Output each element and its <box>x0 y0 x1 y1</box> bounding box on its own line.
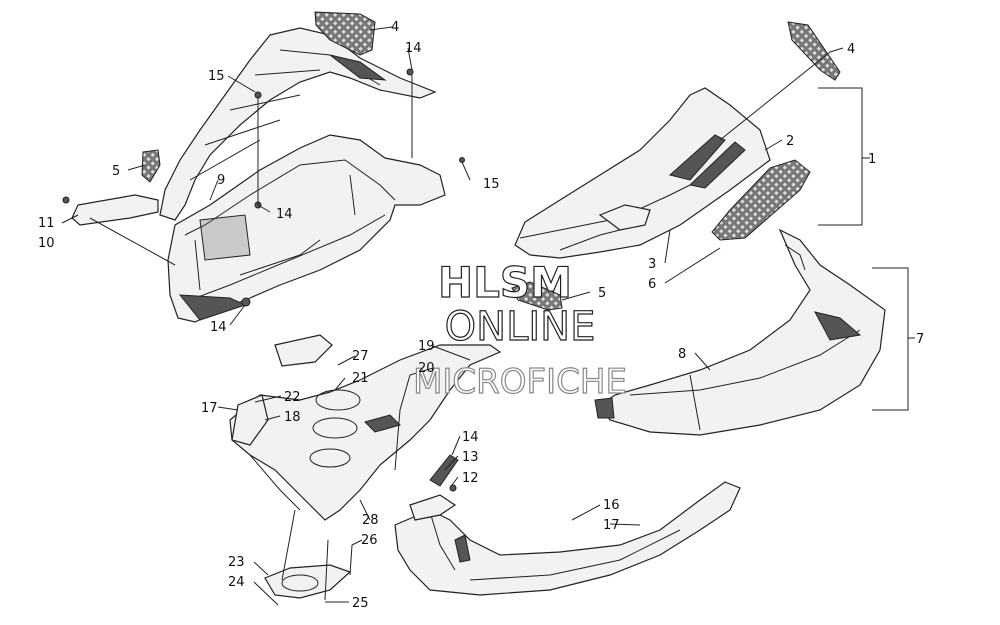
part-5-right-vent <box>511 281 563 311</box>
right-hood-assembly <box>514 87 771 259</box>
part-10-rail <box>71 194 159 226</box>
callout-12: 12 <box>462 471 479 486</box>
callout-25: 25 <box>352 596 369 611</box>
callout-16: 16 <box>603 498 620 513</box>
callout-6: 6 <box>648 277 656 292</box>
part-7-bellypan <box>594 228 886 436</box>
callout-11: 11 <box>38 216 55 231</box>
watermark-line-1: HLSM <box>438 258 572 307</box>
callout-15-a: 15 <box>208 69 225 84</box>
callout-18: 18 <box>284 410 301 425</box>
part-23-foot <box>264 564 352 599</box>
callout-20: 20 <box>418 361 435 376</box>
callout-14-d: 14 <box>462 430 479 445</box>
callout-17-right: 17 <box>603 518 620 533</box>
side-panel-assembly <box>229 334 502 521</box>
callout-1: 1 <box>868 152 876 167</box>
callout-24: 24 <box>228 575 245 590</box>
callout-14-b: 14 <box>276 207 293 222</box>
callout-3: 3 <box>648 257 656 272</box>
callout-22: 22 <box>284 390 301 405</box>
callout-17-left: 17 <box>201 401 218 416</box>
callout-4-right: 4 <box>847 42 855 57</box>
callout-9: 9 <box>217 173 225 188</box>
part-4-left-vent <box>314 11 376 56</box>
callout-28: 28 <box>362 513 379 528</box>
callout-26: 26 <box>361 533 378 548</box>
callout-labels: 1 2 3 4 4 5 5 6 7 8 9 10 11 12 13 14 14 … <box>38 20 924 611</box>
part-13-strap <box>429 454 459 487</box>
leader-lines <box>61 26 844 606</box>
left-hood-assembly <box>159 27 446 323</box>
part-4-right-vent <box>787 21 841 81</box>
callout-19: 19 <box>418 339 435 354</box>
callout-27: 27 <box>352 349 369 364</box>
part-5-left-vent <box>141 149 161 183</box>
callout-4-left: 4 <box>391 20 399 35</box>
bracket-7 <box>872 267 915 411</box>
callout-10: 10 <box>38 236 55 251</box>
watermark: HLSM ONLINE MICROFICHE <box>412 257 627 402</box>
callout-5-left: 5 <box>112 164 120 179</box>
part-2-grille <box>711 159 811 241</box>
callout-21: 21 <box>352 371 369 386</box>
part-11-screw <box>62 196 70 204</box>
watermark-line-3: MICROFICHE <box>413 362 627 402</box>
callout-15-b: 15 <box>483 177 500 192</box>
callout-8: 8 <box>678 347 686 362</box>
bracket-1 <box>818 87 870 226</box>
watermark-line-2: ONLINE <box>445 304 596 350</box>
running-board-assembly <box>394 481 741 596</box>
callout-23: 23 <box>228 555 245 570</box>
callout-7: 7 <box>916 332 924 347</box>
callout-5-right: 5 <box>598 286 606 301</box>
callout-14-a: 14 <box>405 41 422 56</box>
callout-2: 2 <box>786 134 794 149</box>
callout-13: 13 <box>462 450 479 465</box>
callout-14-c: 14 <box>210 320 227 335</box>
